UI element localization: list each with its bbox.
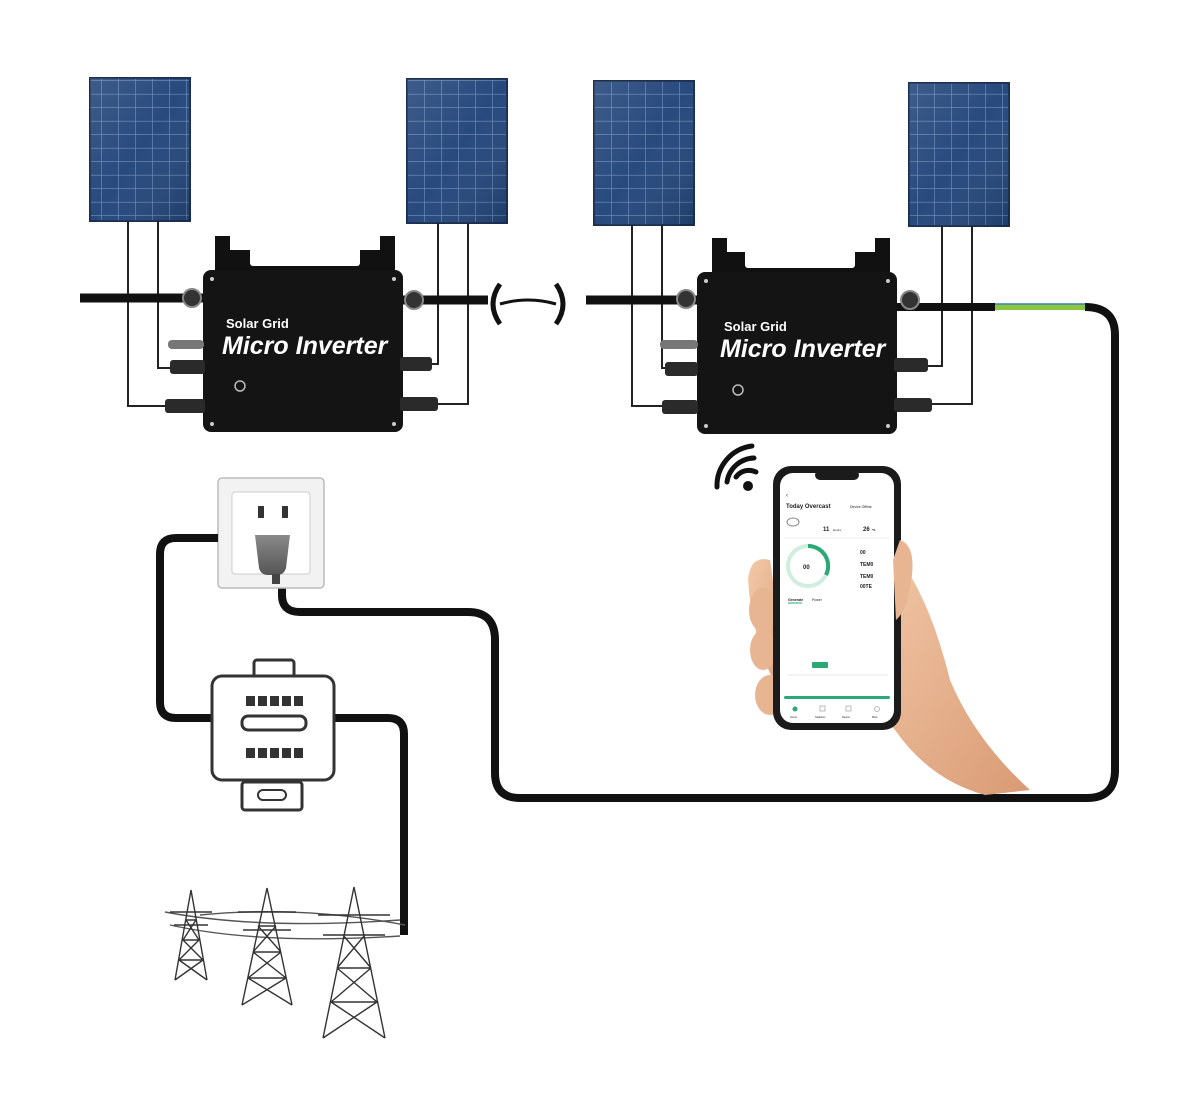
app-title: Today Overcast [786, 504, 831, 510]
thumb [893, 540, 913, 620]
app-readout-4: 00TE [860, 584, 873, 590]
power-icon [732, 384, 744, 396]
app-tab-generate: Generate [788, 598, 803, 602]
inverter-model-label: Micro Inverter [222, 332, 389, 360]
pylon-icon [164, 886, 406, 1039]
micro-inverter-2: Solar Grid Micro Inverter [660, 238, 932, 434]
app-nav-home: Home [790, 715, 797, 719]
inverter-brand-label: Solar Grid [724, 319, 787, 334]
meter-icon [210, 658, 336, 812]
app-tab-power: Power [812, 598, 823, 602]
app-screen: ‹ Today Overcast Device Offline 11 Hours… [784, 493, 890, 719]
app-nav-statistics: Statistics [815, 715, 826, 719]
output-wire [278, 303, 1119, 802]
app-status: Device Offline [850, 505, 872, 509]
app-readout-2: TEM0 [860, 562, 874, 568]
socket-icon [217, 477, 325, 589]
app-gauge-value: 00 [803, 565, 810, 571]
inverter-model-label: Micro Inverter [720, 335, 887, 363]
app-readout-1: 00 [860, 550, 866, 556]
meter-cable [156, 534, 408, 935]
app-stat-temp: 26 [863, 527, 870, 533]
app-stat-hours-unit: Hours [833, 528, 842, 532]
micro-inverter-1: Solar Grid Micro Inverter [165, 236, 438, 432]
wifi-icon [714, 443, 759, 491]
solar-panel-1 [89, 77, 191, 222]
inverter-brand-label: Solar Grid [226, 316, 289, 331]
power-icon [234, 380, 246, 392]
solar-panel-2 [406, 78, 508, 224]
app-nav-device: Device [842, 715, 850, 719]
solar-panel-4 [908, 82, 1010, 227]
app-stat-hours: 11 [823, 527, 830, 533]
app-readout-3: TEM0 [860, 574, 874, 580]
solar-panel-3 [593, 80, 695, 226]
app-stat-temp-unit: ℃ [872, 528, 876, 532]
svg-text:‹: ‹ [786, 493, 788, 499]
app-nav-mine: Mine [872, 715, 878, 719]
phone-icon: ‹ Today Overcast Device Offline 11 Hours… [773, 466, 901, 730]
